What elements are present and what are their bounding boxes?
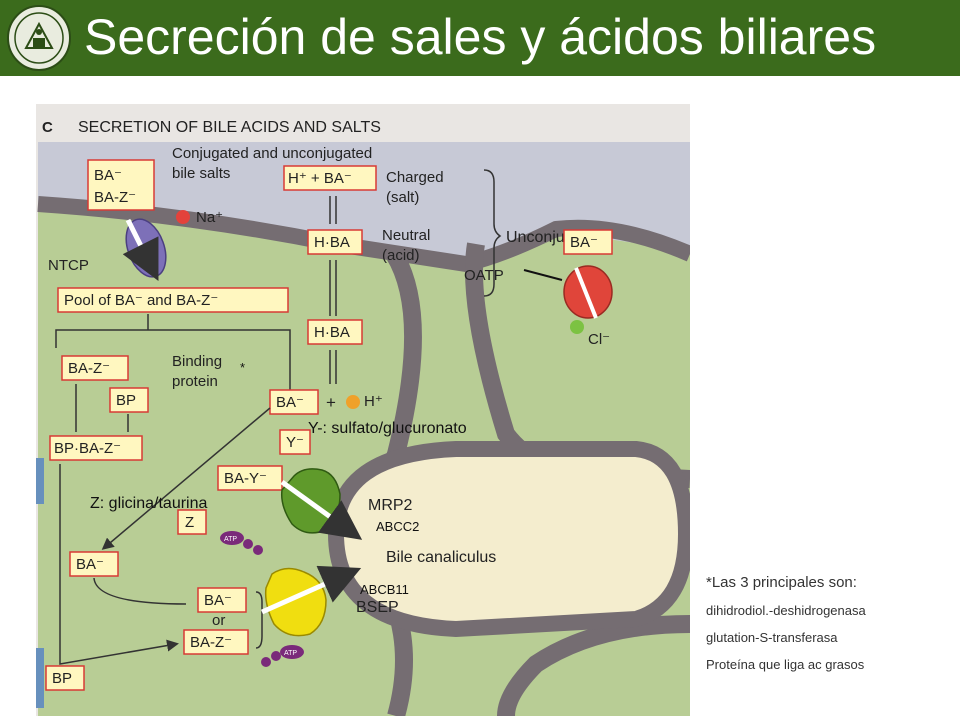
oatp-pointer-line xyxy=(523,269,563,281)
abcc2-label: ABCC2 xyxy=(376,519,420,534)
title-bar: Secreción de sales y ácidos biliares xyxy=(0,0,960,76)
acid-label: (acid) xyxy=(382,247,420,264)
notes-item-1: dihidrodiol.-deshidrogenasa xyxy=(706,603,866,618)
ba-low-label: BA⁻ xyxy=(76,556,104,573)
bile-secretion-diagram: C SECRETION OF BILE ACIDS AND SALTS Bile… xyxy=(36,104,690,716)
conjugated-label: Conjugated and unconjugated xyxy=(172,145,372,162)
sodium-label: Na⁺ xyxy=(196,209,223,226)
oatp-transporter xyxy=(563,265,613,319)
ba-low-box xyxy=(69,551,119,577)
chloride-label: Cl⁻ xyxy=(588,331,610,348)
baz3-label: BA-Z⁻ xyxy=(190,634,232,651)
ba-label: BA⁻ xyxy=(94,167,122,184)
bpbaz-label: BP·BA-Z⁻ xyxy=(54,440,121,457)
mrp2-label: MRP2 xyxy=(368,497,413,514)
neutral-box-2 xyxy=(307,319,363,345)
canalicular-membrane-right-bottom xyxy=(497,615,690,716)
y-note: Y-: sulfato/glucuronato xyxy=(308,420,467,437)
asterisk-mark: * xyxy=(240,360,246,375)
unconjugated-brace xyxy=(483,169,502,297)
z-note: Z: glicina/taurina xyxy=(90,495,208,512)
ba-mid-label: BA⁻ xyxy=(276,394,304,411)
baz2-box xyxy=(61,355,129,381)
plus-label: + xyxy=(326,393,336,412)
page-title: Secreción de sales y ácidos biliares xyxy=(84,9,877,65)
atp-icon-bsep: ATP xyxy=(261,645,304,667)
notes-panel: *Las 3 principales son: dihidrodiol.-des… xyxy=(706,574,956,672)
equilibrium-arrow-2 xyxy=(329,350,337,384)
ba-or-box xyxy=(197,587,247,613)
notes-item-3: Proteína que liga ac grasos xyxy=(706,657,865,672)
bay-label: BA-Y⁻ xyxy=(224,470,267,487)
hba-ion-label: H⁺ + BA⁻ xyxy=(288,170,352,187)
or-brace xyxy=(255,591,263,649)
pool-box xyxy=(57,287,289,313)
atp-icon-mrp2: ATP xyxy=(220,531,263,555)
equilibrium-arrow-1 xyxy=(329,196,337,224)
charged-label: Charged xyxy=(386,169,444,186)
abcb11-label: ABCB11 xyxy=(360,582,409,597)
ntcp-transporter xyxy=(122,218,167,281)
bpbaz-box xyxy=(49,435,143,461)
ba-to-low-arrow xyxy=(101,407,271,550)
sinusoid-region xyxy=(38,142,690,264)
y-box xyxy=(279,429,311,455)
svg-text:ATP: ATP xyxy=(284,650,297,657)
edge-tab-top xyxy=(36,458,44,504)
z-label: Z xyxy=(185,514,194,531)
bp-label: BP xyxy=(116,392,136,409)
binding-label: Binding xyxy=(172,353,222,370)
mrp2-transporter xyxy=(280,468,363,540)
pool-label: Pool of BA⁻ and BA-Z⁻ xyxy=(64,292,218,309)
bp-bottom-box xyxy=(45,665,85,691)
lower-flow-arrows xyxy=(59,464,186,665)
membrane-diffusion-arrow xyxy=(329,260,337,316)
hba-label: H·BA xyxy=(314,234,350,251)
notes-item-2: glutation-S-transferasa xyxy=(706,630,838,645)
ntcp-label: NTCP xyxy=(48,257,89,274)
proton-icon xyxy=(346,395,360,409)
salt-label: (salt) xyxy=(386,189,419,206)
ba-input-box xyxy=(87,159,155,211)
bp-box xyxy=(109,387,149,413)
oatp-label: OATP xyxy=(464,267,504,284)
neutral-box xyxy=(307,229,363,255)
university-seal-icon xyxy=(7,5,71,71)
neutral-label: Neutral xyxy=(382,227,430,244)
pool-split-lines xyxy=(55,314,291,396)
bsep-label: BSEP xyxy=(356,599,399,616)
proton-label: H⁺ xyxy=(364,393,383,410)
ba-right-label: BA⁻ xyxy=(570,234,598,251)
bile-canaliculus xyxy=(327,441,690,638)
baz-label: BA-Z⁻ xyxy=(94,189,136,206)
svg-text:ATP: ATP xyxy=(224,536,237,543)
bile-canaliculus-label: Bile canaliculus xyxy=(386,549,496,566)
z-box xyxy=(177,509,207,535)
or-label: or xyxy=(212,612,225,629)
baz2-label: BA-Z⁻ xyxy=(68,360,110,377)
panel-title: SECRETION OF BILE ACIDS AND SALTS xyxy=(78,119,381,136)
ba-or-label: BA⁻ xyxy=(204,592,232,609)
ba-mid-box xyxy=(269,389,319,415)
notes-title: *Las 3 principales son: xyxy=(706,574,857,591)
bp-bottom-label: BP xyxy=(52,670,72,687)
chloride-ion-icon xyxy=(570,320,584,334)
panel-letter: C xyxy=(42,119,53,136)
baz3-box xyxy=(183,629,249,655)
sodium-ion-icon xyxy=(176,210,190,224)
y-label: Y⁻ xyxy=(286,434,304,451)
bile-salts-label: bile salts xyxy=(172,165,230,182)
charged-box xyxy=(283,165,377,191)
edge-tab-bottom xyxy=(36,648,44,708)
ba-right-box xyxy=(563,229,613,255)
bsep-transporter xyxy=(260,565,362,637)
protein-label: protein xyxy=(172,373,218,390)
bay-box xyxy=(217,465,283,491)
binding-arrows xyxy=(75,384,129,432)
hba2-label: H·BA xyxy=(314,324,350,341)
